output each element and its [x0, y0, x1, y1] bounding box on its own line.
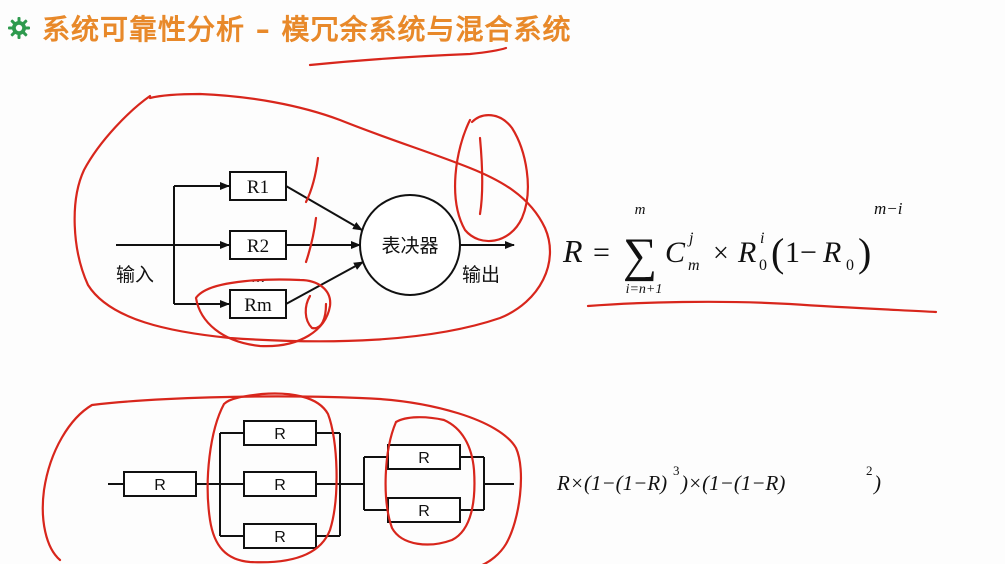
output-loop-annotation	[454, 114, 529, 243]
formula-comb-sub: m	[688, 257, 700, 274]
unit-label-rm: Rm	[244, 295, 272, 316]
hybrid-formula: R×(1−(1−R) 3 )×(1−(1−R) 2 )	[556, 463, 881, 495]
formula-paren-close: )	[858, 230, 871, 275]
formula-underline-annotation	[586, 300, 938, 314]
gear-bullet-icon	[8, 17, 30, 39]
voter-label: 表决器	[381, 235, 438, 257]
formula-paren-open: (	[771, 230, 784, 275]
hybrid-formula-part2: )×(1−(1−R)	[680, 471, 785, 495]
formula-exponent: m−i	[874, 199, 903, 218]
hybrid-formula-part1: R×(1−(1−R)	[556, 471, 667, 495]
parallel3-group-annotation	[206, 392, 338, 564]
r2-slash-annotation	[304, 216, 318, 264]
parallel2-block-label-2: R	[418, 503, 430, 520]
formula-r0: R	[737, 236, 756, 269]
unit-label-r2: R2	[247, 236, 269, 257]
formula-equals: =	[593, 236, 610, 269]
parallel2-block-2	[387, 497, 461, 523]
formula-times: ×	[713, 238, 729, 269]
title-underline-annotation	[308, 46, 508, 67]
formula-r0b-sub: 0	[846, 257, 854, 274]
formula-r0-sup: i	[760, 230, 764, 247]
title-bar: 系统可靠性分析 – 模冗余系统与混合系统	[6, 6, 572, 50]
hybrid-formula-part3: )	[873, 471, 881, 495]
formula-r0-sub: 0	[759, 257, 767, 274]
formula-comb-sup: j	[687, 230, 694, 247]
unit-to-voter-arrow-3	[285, 261, 364, 305]
parallel3-block-2	[243, 471, 317, 497]
voting-formula: R = ∑ m i=n+1 C j m × R i 0 ( 1− R 0 ) m…	[562, 199, 903, 297]
parallel2-block-label-1: R	[418, 450, 430, 467]
voting-system-outline-annotation	[73, 92, 552, 343]
parallel3-block-3	[243, 523, 317, 549]
hybrid-formula-exp1: 3	[673, 463, 680, 478]
formula-lower-limit: i=n+1	[626, 282, 663, 297]
unit-label-r1: R1	[247, 177, 269, 198]
parallel2-group-annotation	[384, 416, 476, 546]
formula-lhs: R	[562, 233, 583, 269]
slide-title: 系统可靠性分析 – 模冗余系统与混合系统	[42, 13, 572, 46]
rm-circle-annotation	[194, 278, 332, 348]
parallel3-block-label-2: R	[274, 477, 286, 494]
parallel3-block-label-1: R	[274, 426, 286, 443]
parallel3-block-label-3: R	[274, 529, 286, 546]
formula-upper-limit: m	[635, 202, 646, 218]
formula-r0b: R	[822, 236, 841, 269]
input-label: 输入	[116, 264, 154, 286]
output-mark-annotation	[478, 136, 484, 216]
formula-comb: C	[665, 236, 686, 269]
formula-sum-symbol: ∑	[623, 229, 657, 282]
hybrid-outline-annotation	[41, 395, 523, 564]
formula-one-minus: 1−	[785, 236, 817, 269]
voting-system-diagram	[116, 171, 515, 319]
output-label: 输出	[462, 264, 500, 286]
hand-annotations	[41, 46, 938, 564]
ellipsis-dots: ...	[251, 266, 265, 287]
unit-to-voter-arrow-1	[285, 185, 363, 231]
series-block-label: R	[154, 477, 166, 494]
hybrid-system-diagram	[108, 420, 514, 549]
rm-output-mark-annotation	[304, 294, 328, 330]
hybrid-formula-exp2: 2	[866, 463, 873, 478]
r1-slash-annotation	[304, 156, 320, 204]
